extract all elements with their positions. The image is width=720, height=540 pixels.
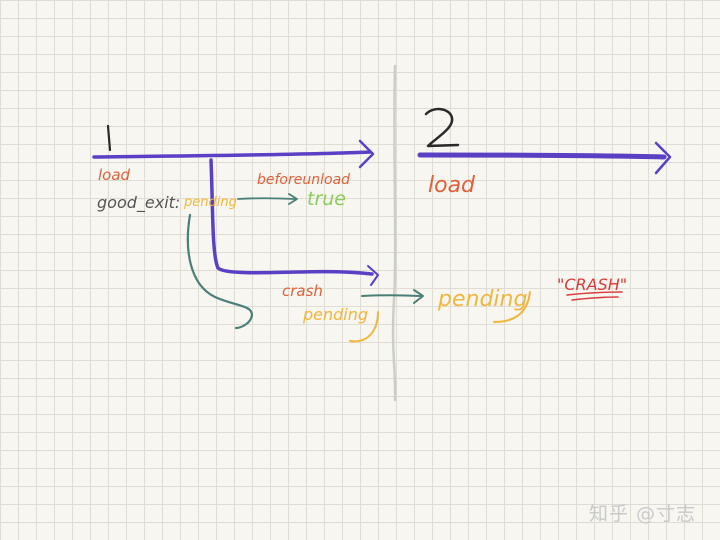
pending-2-hook xyxy=(349,311,379,343)
watermark: 知乎 @寸志 xyxy=(588,503,696,525)
crash-underline-1 xyxy=(566,291,623,296)
label-load-2: load xyxy=(428,173,476,198)
label-crash-quote: "CRASH" xyxy=(557,275,627,294)
label-beforeunload: beforeunload xyxy=(257,172,350,188)
section-2-number xyxy=(424,107,460,148)
section-divider xyxy=(391,64,397,402)
timeline-arrow-1 xyxy=(92,150,372,159)
label-pending-3: pending xyxy=(437,287,527,312)
label-true: true xyxy=(307,188,346,210)
label-load-1: load xyxy=(98,166,131,184)
label-good-exit: good_exit: xyxy=(97,193,180,213)
timeline-arrow-2-head xyxy=(654,141,672,175)
crash-underline-2 xyxy=(571,296,619,301)
label-crash: crash xyxy=(282,282,323,300)
teal-pending-curve xyxy=(186,213,254,330)
timeline-arrow-2 xyxy=(417,152,667,160)
pending-to-true-arrow-head xyxy=(288,193,298,205)
crash-to-pending-arrow-head xyxy=(413,289,424,304)
timeline-arrow-1-head xyxy=(358,139,375,169)
crash-branch-arrow xyxy=(209,158,374,276)
crash-to-pending-arrow xyxy=(361,294,421,297)
pending-3-hook xyxy=(493,291,531,323)
label-pending-1: pending xyxy=(183,195,237,210)
label-pending-2: pending xyxy=(302,305,368,324)
crash-branch-arrow-head xyxy=(367,265,379,286)
pending-to-true-arrow xyxy=(237,197,296,200)
section-1-number xyxy=(106,124,112,152)
